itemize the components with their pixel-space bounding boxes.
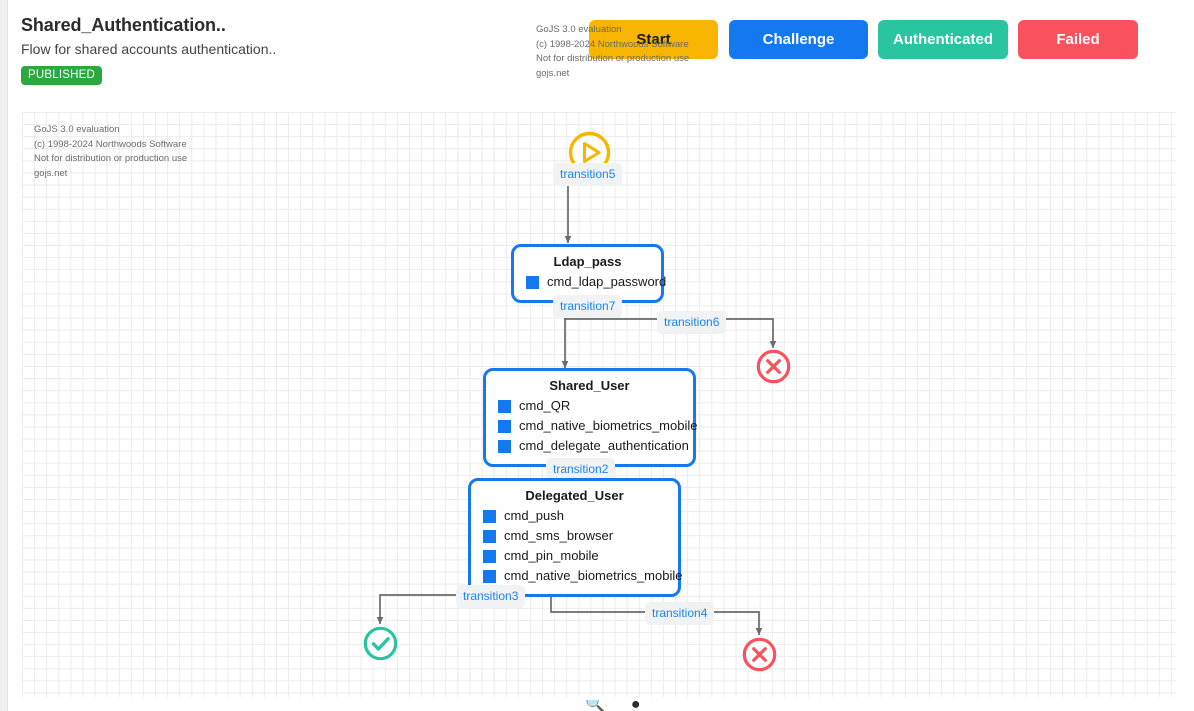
transition-label-transition4[interactable]: transition4	[645, 602, 715, 625]
node-title: Delegated_User	[525, 488, 624, 503]
command-square-icon	[498, 419, 511, 433]
command-label: cmd_QR	[519, 398, 571, 413]
endpoint-failed-top[interactable]	[755, 348, 792, 385]
command-square-icon	[498, 439, 511, 453]
node-title: Shared_User	[549, 378, 630, 393]
command-label: cmd_push	[504, 508, 564, 523]
transition-label-transition5[interactable]: transition5	[553, 163, 623, 186]
command-label: cmd_native_biometrics_mobile	[504, 568, 683, 583]
check-circle-icon	[363, 626, 398, 661]
node-title: Ldap_pass	[553, 254, 622, 269]
status-badge: PUBLISHED	[21, 66, 102, 85]
node-command-row[interactable]: cmd_sms_browser	[483, 526, 666, 546]
page-subtitle: Flow for shared accounts authentication.…	[21, 41, 277, 57]
page-header: Shared_Authentication.. Flow for shared …	[8, 0, 1194, 106]
node-ldap-pass[interactable]: Ldap_pass cmd_ldap_password	[511, 244, 666, 303]
command-square-icon	[483, 569, 496, 583]
command-label: cmd_ldap_password	[547, 274, 667, 289]
transition-label-transition6[interactable]: transition6	[657, 311, 727, 334]
node-command-row[interactable]: cmd_QR	[498, 396, 681, 416]
node-command-row[interactable]: cmd_delegate_authentication	[498, 436, 689, 456]
transition-label-transition3[interactable]: transition3	[456, 585, 526, 608]
diagram-canvas[interactable]: GoJS 3.0 evaluation (c) 1998-2024 Northw…	[22, 112, 1176, 697]
legend-authenticated-button[interactable]: Authenticated	[878, 20, 1008, 59]
command-label: cmd_delegate_authentication	[519, 438, 689, 453]
zoom-out-icon[interactable]: ●	[630, 700, 641, 711]
endpoint-failed-bottom[interactable]	[741, 636, 778, 673]
transition-label-transition7[interactable]: transition7	[553, 295, 623, 318]
node-command-row[interactable]: cmd_native_biometrics_mobile	[498, 416, 697, 436]
node-delegated-user[interactable]: Delegated_User cmd_push cmd_sms_browser …	[468, 478, 682, 597]
node-shared-user[interactable]: Shared_User cmd_QR cmd_native_biometrics…	[483, 368, 697, 467]
x-circle-icon	[756, 349, 791, 384]
endpoint-authenticated[interactable]	[362, 625, 399, 662]
page-title: Shared_Authentication..	[21, 15, 226, 35]
canvas-toolbar: 🔍 ●	[585, 700, 641, 711]
node-command-row[interactable]: cmd_push	[483, 506, 666, 526]
command-label: cmd_native_biometrics_mobile	[519, 418, 698, 433]
command-label: cmd_sms_browser	[504, 528, 614, 543]
left-rail	[0, 0, 8, 711]
watermark-line-4: gojs.net	[536, 67, 570, 79]
command-square-icon	[483, 549, 496, 563]
command-square-icon	[526, 275, 539, 289]
node-command-row[interactable]: cmd_ldap_password	[526, 272, 666, 292]
legend-failed-button[interactable]: Failed	[1018, 20, 1138, 59]
command-square-icon	[498, 399, 511, 413]
node-command-row[interactable]: cmd_native_biometrics_mobile	[483, 566, 682, 586]
zoom-in-icon[interactable]: 🔍	[585, 700, 605, 711]
x-circle-icon	[742, 637, 777, 672]
legend-challenge-button[interactable]: Challenge	[729, 20, 868, 59]
title-block: Shared_Authentication.. Flow for shared …	[21, 14, 276, 85]
command-label: cmd_pin_mobile	[504, 548, 599, 563]
legend-start-button[interactable]: Start	[589, 20, 718, 59]
command-square-icon	[483, 529, 496, 543]
command-square-icon	[483, 509, 496, 523]
node-command-row[interactable]: cmd_pin_mobile	[483, 546, 666, 566]
transition-label-transition2[interactable]: transition2	[546, 458, 616, 481]
